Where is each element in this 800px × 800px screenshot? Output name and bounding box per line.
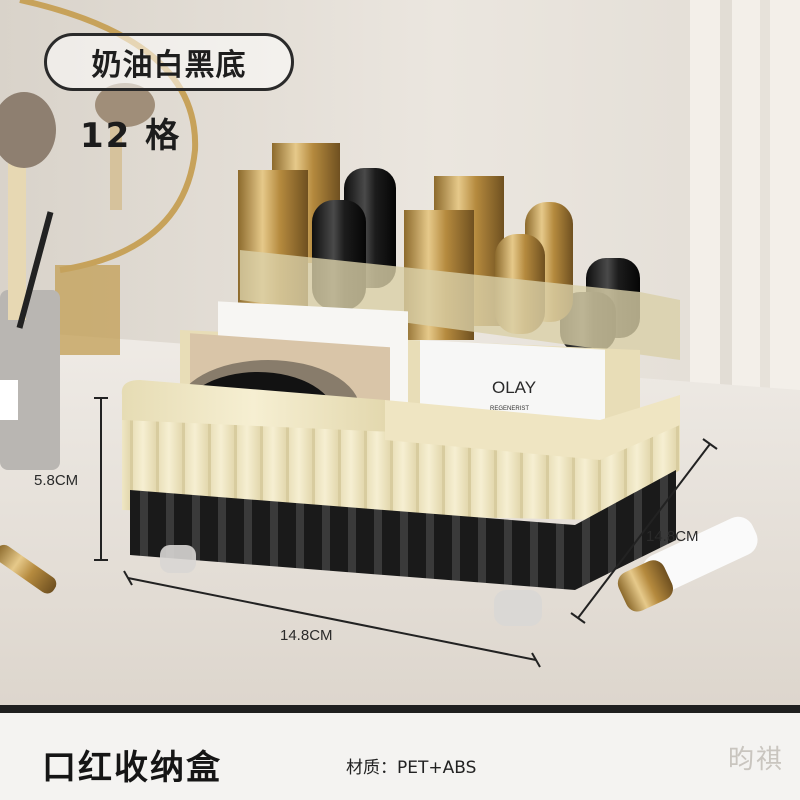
olay-sub: REGENERIST (490, 406, 529, 412)
dimension-lines (94, 397, 718, 668)
organizer-box (121, 250, 680, 626)
mirror-stand (19, 0, 199, 355)
compartment-count: 12 格 (80, 116, 182, 156)
color-label-pill: 奶油白黑底 (44, 33, 294, 91)
material-spec: 材质：PET+ABS (346, 758, 477, 778)
olay-logo: OLAY (492, 378, 536, 397)
product-name: 口红收纳盒 (42, 748, 222, 788)
height-dimension: 5.8CM (34, 472, 79, 489)
depth-dimension: 14.8CM (646, 528, 699, 545)
brush-cup (0, 83, 155, 470)
gold-pen (0, 544, 57, 594)
watermark: 昀祺 (727, 745, 784, 775)
color-label: 奶油白黑底 (91, 48, 247, 83)
perfume-sample (617, 516, 758, 612)
width-dimension: 14.8CM (280, 627, 333, 644)
product-photo: OLAY REGENERIST (0, 0, 800, 705)
footer-bar: 口红收纳盒 材质：PET+ABS 昀祺 (0, 705, 800, 800)
